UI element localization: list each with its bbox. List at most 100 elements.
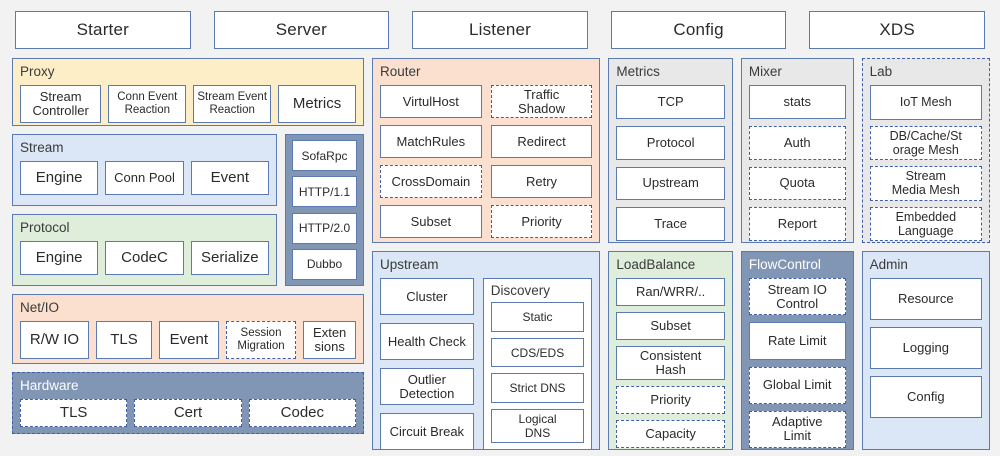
tab-listener[interactable]: Listener <box>412 11 588 49</box>
chip-http20[interactable]: HTTP/2.0 <box>292 212 357 244</box>
chip-embedded-language[interactable]: Embedded Language <box>869 206 982 241</box>
column-core: Proxy Stream Controller Conn Event React… <box>12 58 364 450</box>
chip-virtulhost[interactable]: VirtulHost <box>380 85 482 118</box>
chip-dubbo[interactable]: Dubbo <box>292 248 357 280</box>
group-loadbalance-items: Ran/WRR/.. Subset Consistent Hash Priori… <box>616 278 725 448</box>
group-metrics-title: Metrics <box>616 64 660 79</box>
chip-iot-mesh[interactable]: IoT Mesh <box>869 85 982 120</box>
chip-http11[interactable]: HTTP/1.1 <box>292 176 357 208</box>
chip-metrics-upstream[interactable]: Upstream <box>616 166 725 201</box>
chip-traffic-shadow[interactable]: Traffic Shadow <box>490 85 593 118</box>
group-protocol-title: Protocol <box>20 220 70 235</box>
chip-stream-event[interactable]: Event <box>190 161 269 195</box>
chip-stream-conn-pool[interactable]: Conn Pool <box>105 161 184 195</box>
chip-metrics-trace[interactable]: Trace <box>616 207 725 241</box>
tab-starter[interactable]: Starter <box>15 11 191 49</box>
stream-protocol-left: Stream Engine Conn Pool Event Protocol E… <box>12 134 277 286</box>
group-mixer-items: stats Auth Quota Report <box>748 85 846 241</box>
chip-adaptive-limit[interactable]: Adaptive Limit <box>748 410 846 448</box>
chip-sofarpc[interactable]: SofaRpc <box>292 140 357 171</box>
chip-auth[interactable]: Auth <box>748 125 846 160</box>
group-stream: Stream Engine Conn Pool Event <box>12 134 277 206</box>
chip-matchrules[interactable]: MatchRules <box>380 125 482 158</box>
chip-static[interactable]: Static <box>490 302 585 332</box>
chip-admin-logging[interactable]: Logging <box>869 327 982 369</box>
chip-report[interactable]: Report <box>748 207 846 241</box>
group-proxy-title: Proxy <box>20 64 55 79</box>
chip-db-cache-storage-mesh[interactable]: DB/Cache/St orage Mesh <box>869 125 982 160</box>
chip-protocol-engine[interactable]: Engine <box>20 241 99 275</box>
chip-router-subset[interactable]: Subset <box>380 205 482 238</box>
chip-lb-capacity[interactable]: Capacity <box>616 420 725 448</box>
chip-crossdomain[interactable]: CrossDomain <box>380 165 482 198</box>
chip-proxy-metrics[interactable]: Metrics <box>278 85 356 123</box>
group-flowcontrol-items: Stream IO Control Rate Limit Global Limi… <box>748 278 846 448</box>
chip-stats[interactable]: stats <box>748 85 846 119</box>
chip-hw-cert[interactable]: Cert <box>134 399 242 427</box>
group-hardware: Hardware TLS Cert Codec <box>12 372 364 434</box>
chip-global-limit[interactable]: Global Limit <box>748 366 846 404</box>
chip-netio-tls[interactable]: TLS <box>96 321 152 359</box>
chip-router-priority[interactable]: Priority <box>490 205 593 238</box>
tab-config[interactable]: Config <box>610 11 787 49</box>
group-lab: Lab IoT Mesh DB/Cache/St orage Mesh Stre… <box>861 58 990 243</box>
chip-protocol-serialize[interactable]: Serialize <box>190 241 269 275</box>
chip-stream-engine[interactable]: Engine <box>20 161 99 195</box>
chip-quota[interactable]: Quota <box>748 166 846 201</box>
group-stream-items: Engine Conn Pool Event <box>20 161 269 195</box>
chip-consistent-hash[interactable]: Consistent Hash <box>616 346 725 380</box>
chip-lb-subset[interactable]: Subset <box>616 312 725 340</box>
chip-lb-priority[interactable]: Priority <box>616 386 725 414</box>
group-flowcontrol: FlowControl Stream IO Control Rate Limit… <box>740 251 854 450</box>
chip-cds-eds[interactable]: CDS/EDS <box>490 337 585 368</box>
chip-outlier-detection[interactable]: Outlier Detection <box>380 368 474 405</box>
diagram-body: Proxy Stream Controller Conn Event React… <box>12 58 990 450</box>
chip-logical-dns[interactable]: Logical DNS <box>490 409 585 444</box>
chip-cluster[interactable]: Cluster <box>380 278 474 315</box>
chip-session-migration[interactable]: Session Migration <box>225 321 297 359</box>
chip-metrics-tcp[interactable]: TCP <box>616 85 725 119</box>
group-metrics-items: TCP Protocol Upstream Trace <box>616 85 725 241</box>
tab-server[interactable]: Server <box>213 11 390 49</box>
chip-stream-media-mesh[interactable]: Stream Media Mesh <box>869 166 982 201</box>
chip-admin-config[interactable]: Config <box>869 376 982 418</box>
chip-netio-event[interactable]: Event <box>158 321 219 359</box>
group-admin: Admin Resource Logging Config <box>861 251 990 450</box>
chip-hw-tls[interactable]: TLS <box>20 399 128 427</box>
chip-retry[interactable]: Retry <box>490 165 593 198</box>
group-router-title: Router <box>380 64 421 79</box>
chip-admin-resource[interactable]: Resource <box>869 278 982 320</box>
chip-circuit-break[interactable]: Circuit Break <box>380 413 474 450</box>
chip-conn-event-reaction[interactable]: Conn Event Reaction <box>108 85 187 123</box>
group-discovery-title: Discovery <box>490 283 550 298</box>
chip-hw-codec[interactable]: Codec <box>248 399 356 427</box>
group-lab-items: IoT Mesh DB/Cache/St orage Mesh Stream M… <box>869 85 982 241</box>
group-proxy-items: Stream Controller Conn Event Reaction St… <box>20 85 356 123</box>
chip-rw-io[interactable]: R/W IO <box>20 321 90 359</box>
group-flowcontrol-title: FlowControl <box>748 257 821 272</box>
group-admin-title: Admin <box>869 257 908 272</box>
chip-rate-limit[interactable]: Rate Limit <box>748 322 846 360</box>
group-upstream: Upstream Cluster Health Check Outlier De… <box>372 251 601 450</box>
group-upstream-title: Upstream <box>380 257 439 272</box>
chip-protocol-codec[interactable]: CodeC <box>105 241 184 275</box>
chip-stream-io-control[interactable]: Stream IO Control <box>748 278 846 316</box>
chip-stream-event-reaction[interactable]: Stream Event Reaction <box>193 85 272 123</box>
chip-extensions[interactable]: Exten sions <box>303 321 357 359</box>
group-router: Router VirtulHost Traffic Shadow MatchRu… <box>372 58 601 243</box>
chip-metrics-protocol[interactable]: Protocol <box>616 125 725 160</box>
group-hardware-items: TLS Cert Codec <box>20 399 356 427</box>
group-protocol-stack: SofaRpc HTTP/1.1 HTTP/2.0 Dubbo <box>285 134 364 286</box>
group-loadbalance-title: LoadBalance <box>616 257 696 272</box>
group-admin-items: Resource Logging Config <box>869 278 982 418</box>
group-mixer-title: Mixer <box>748 64 782 79</box>
column-metrics-loadbalance: Metrics TCP Protocol Upstream Trace Load… <box>608 58 733 450</box>
tab-xds[interactable]: XDS <box>809 11 985 49</box>
chip-health-check[interactable]: Health Check <box>380 323 474 360</box>
group-netio-items: R/W IO TLS Event Session Migration Exten… <box>20 321 357 359</box>
chip-stream-controller[interactable]: Stream Controller <box>20 85 102 123</box>
chip-strict-dns[interactable]: Strict DNS <box>490 373 585 404</box>
chip-ran-wrr[interactable]: Ran/WRR/.. <box>616 278 725 306</box>
chip-redirect[interactable]: Redirect <box>490 125 593 158</box>
